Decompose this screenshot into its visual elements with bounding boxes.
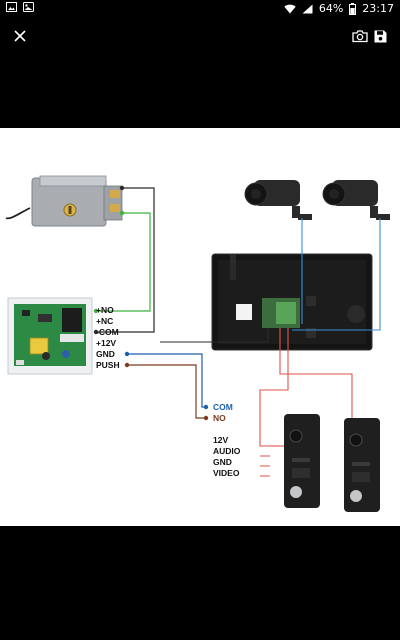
wire-red-doorbell-left xyxy=(259,328,289,477)
wire-black-end-lock xyxy=(119,185,125,191)
camera-right xyxy=(322,180,390,220)
save-icon xyxy=(374,30,386,42)
wire-camera-right xyxy=(292,218,381,331)
exit-no-label: NO xyxy=(213,413,226,423)
doorbell-right xyxy=(344,418,380,512)
wire-green-lock-no xyxy=(96,212,151,312)
doorbell-audio-label: AUDIO xyxy=(213,446,241,456)
terminal-nc-label: +NC xyxy=(96,316,114,326)
indoor-monitor xyxy=(211,253,373,351)
top-toolbar xyxy=(0,18,400,54)
doorbell-12v-label: 12V xyxy=(213,435,229,445)
status-bar: 64% 23:17 xyxy=(0,0,400,18)
camera-left xyxy=(244,180,312,220)
wire-brown-end-no xyxy=(203,415,209,421)
wire-blue-end-gnd xyxy=(124,351,130,357)
status-time: 23:17 xyxy=(362,2,394,15)
wire-green-end-no xyxy=(93,308,99,314)
terminal-no-label: +NO xyxy=(96,305,114,315)
wire-black-monitor-12v xyxy=(160,328,269,343)
terminal-push-label: PUSH xyxy=(96,360,120,370)
image-notification-icon xyxy=(23,2,34,12)
wire-brown-end-push xyxy=(124,362,130,368)
wiring-diagram-image: +NO +NC -COM +12V GND PUSH COM NO 12V AU… xyxy=(0,128,400,526)
terminal-gnd-label: GND xyxy=(96,349,115,359)
wire-red-doorbell-right xyxy=(279,328,353,418)
doorbell-video-label: VIDEO xyxy=(213,468,240,478)
wiring-diagram xyxy=(5,175,390,512)
terminal-12v-label: +12V xyxy=(96,338,117,348)
save-button[interactable] xyxy=(362,18,398,54)
battery-icon xyxy=(349,2,357,15)
close-button[interactable] xyxy=(2,18,38,54)
gallery-notification-icon xyxy=(6,2,17,12)
wire-black-end-com xyxy=(93,329,99,335)
terminal-com-label: -COM xyxy=(96,327,119,337)
wifi-icon xyxy=(284,4,296,13)
wire-brown-push-no xyxy=(127,364,206,419)
google-lens-icon xyxy=(352,30,368,43)
doorbell-left xyxy=(284,414,320,508)
status-bar-left xyxy=(6,2,34,12)
exit-com-label: COM xyxy=(213,402,233,412)
battery-percent: 64% xyxy=(318,2,344,15)
wire-blue-end-com xyxy=(203,404,209,410)
status-bar-right: 64% 23:17 xyxy=(284,2,394,15)
doorbell-gnd-label: GND xyxy=(213,457,232,467)
control-board xyxy=(7,297,93,375)
wire-black-lock-com xyxy=(96,187,155,333)
close-icon xyxy=(14,30,26,42)
electric-lock xyxy=(5,175,123,227)
google-lens-button[interactable] xyxy=(342,18,378,54)
signal-icon xyxy=(302,4,313,13)
wire-green-end-lock xyxy=(119,210,125,216)
wire-blue-gnd-com xyxy=(127,353,206,408)
